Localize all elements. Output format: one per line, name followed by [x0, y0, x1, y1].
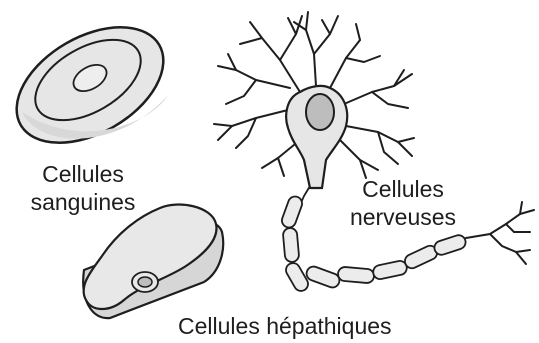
liver-cell	[83, 205, 223, 319]
blood-cell	[0, 3, 183, 166]
neuron-nucleus	[306, 94, 334, 130]
axon-terminals	[466, 202, 534, 264]
label-liver-cells-line1: Cellules hépathiques	[178, 312, 392, 340]
label-nerve-cells-line1: Cellules	[338, 175, 468, 203]
nerve-cell	[214, 12, 534, 293]
label-blood-cells-line1: Cellules	[18, 160, 148, 188]
label-nerve-cells-line2: nerveuses	[338, 203, 468, 231]
label-blood-cells-line2: sanguines	[18, 188, 148, 216]
label-blood-cells: Cellules sanguines	[18, 160, 148, 216]
label-liver-cells: Cellules hépathiques	[178, 312, 392, 340]
label-nerve-cells: Cellules nerveuses	[338, 175, 468, 231]
